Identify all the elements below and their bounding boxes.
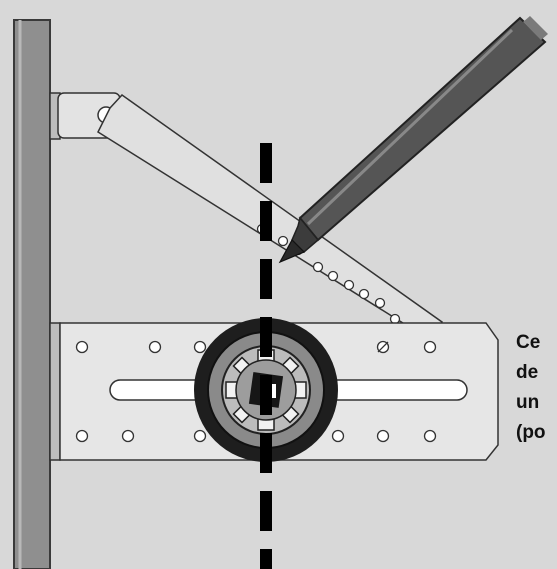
caption-line-4: (po bbox=[516, 422, 546, 443]
caption-line-2: de bbox=[516, 362, 539, 383]
plate-holes bbox=[75, 340, 437, 443]
wall-post bbox=[13, 19, 51, 569]
cropped-caption: Ce de un (po bbox=[516, 328, 557, 448]
caption-line-3: un bbox=[516, 392, 540, 413]
pencil-marker bbox=[278, 16, 548, 264]
caption-line-1: Ce bbox=[516, 332, 541, 353]
arm-holes bbox=[256, 223, 401, 325]
